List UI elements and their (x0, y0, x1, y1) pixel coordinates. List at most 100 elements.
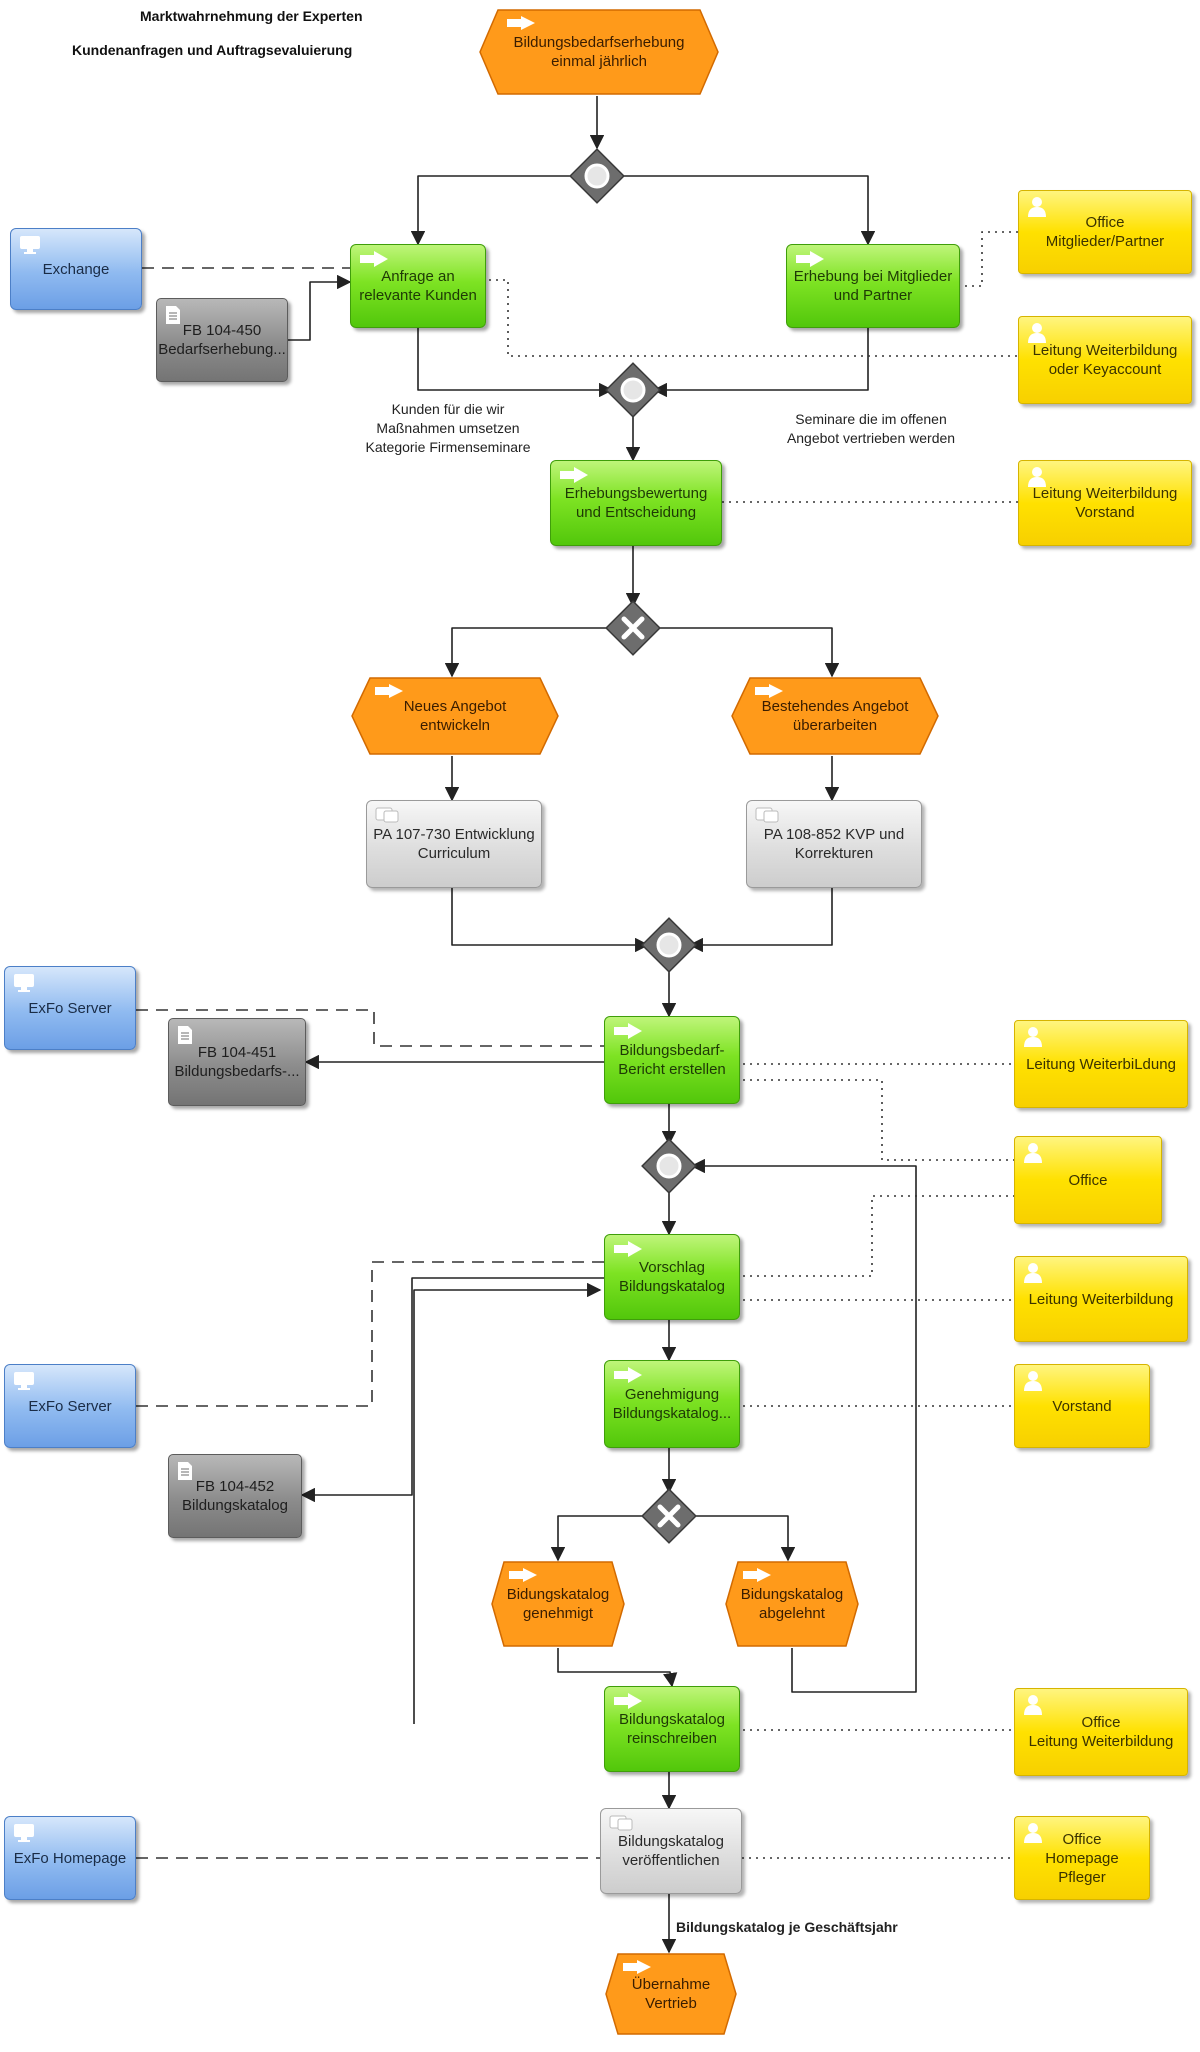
role-label: Office Mitglieder/Partner (1045, 214, 1165, 250)
role-office[interactable]: Office (1014, 1136, 1162, 1224)
function-genehmigung[interactable]: Genehmigung Bildungskatalog... (604, 1360, 740, 1448)
monitor-icon (20, 236, 40, 254)
role-label: Office (1068, 1171, 1108, 1189)
event-new-offer[interactable]: Neues Angebot entwickeln (350, 676, 560, 756)
process-label: Bildungskatalog veröffentlichen (618, 1833, 724, 1869)
process-pa108[interactable]: PA 108-852 KVP und Korrekturen (746, 800, 922, 888)
person-icon (1024, 1027, 1042, 1047)
system-exfo-homepage[interactable]: ExFo Homepage (4, 1816, 136, 1900)
document-label: FB 104-451 Bildungsbedarfs-... (174, 1044, 300, 1080)
system-label: ExFo Server (28, 999, 112, 1017)
role-vorstand[interactable]: Vorstand (1014, 1364, 1150, 1448)
event-arrow-icon (507, 16, 535, 30)
xor-gateway (641, 1488, 697, 1544)
system-exchange[interactable]: Exchange (10, 228, 142, 310)
event-rejected[interactable]: Bidungskatalog abgelehnt (724, 1560, 860, 1648)
function-erhebung-mitglieder[interactable]: Erhebung bei Mitglieder und Partner (786, 244, 960, 328)
event-arrow-icon (375, 684, 403, 698)
role-label: Leitung Weiterbildung Vorstand (1032, 485, 1178, 521)
person-icon (1024, 1695, 1042, 1715)
role-label: Office Homepage Pfleger (1045, 1830, 1119, 1886)
person-icon (1024, 1143, 1042, 1163)
system-exfo-server-1[interactable]: ExFo Server (4, 966, 136, 1050)
process-interface-icon (375, 807, 399, 823)
person-icon (1028, 323, 1046, 343)
document-icon (178, 1026, 192, 1044)
role-label: Vorstand (1052, 1397, 1112, 1415)
document-icon (166, 306, 180, 324)
function-arrow-icon (614, 1693, 642, 1709)
event-existing-offer[interactable]: Bestehendes Angebot überarbeiten (730, 676, 940, 756)
event-start[interactable]: Bildungsbedarfserhebung einmal jährlich (478, 8, 720, 96)
document-fb452[interactable]: FB 104-452 Bildungskatalog (168, 1454, 302, 1538)
function-arrow-icon (614, 1023, 642, 1039)
role-label: Leitung Weiterbildung oder Keyaccount (1032, 342, 1178, 378)
and-gateway (641, 917, 697, 973)
person-icon (1024, 1263, 1042, 1283)
function-label: Erhebung bei Mitglieder und Partner (793, 268, 953, 304)
process-label: PA 108-852 KVP und Korrekturen (763, 826, 905, 862)
function-label: Bildungsbedarf- Bericht erstellen (618, 1042, 726, 1078)
event-end[interactable]: Übernahme Vertrieb (604, 1952, 738, 2036)
monitor-icon (14, 974, 34, 992)
xor-gateway (605, 600, 661, 656)
person-icon (1028, 467, 1046, 487)
document-icon (178, 1462, 192, 1480)
function-reinschreiben[interactable]: Bildungskatalog reinschreiben (604, 1686, 740, 1772)
process-pa107[interactable]: PA 107-730 Entwicklung Curriculum (366, 800, 542, 888)
function-label: Anfrage an relevante Kunden (359, 268, 477, 304)
role-office-homepage[interactable]: Office Homepage Pfleger (1014, 1816, 1150, 1900)
event-label: Bidungskatalog abgelehnt (740, 1586, 844, 1622)
annotation-katalog-jahr: Bildungskatalog je Geschäftsjahr (676, 1919, 898, 1935)
event-label: Bestehendes Angebot überarbeiten (761, 698, 909, 734)
system-exfo-server-2[interactable]: ExFo Server (4, 1364, 136, 1448)
person-icon (1024, 1371, 1042, 1391)
process-label: PA 107-730 Entwicklung Curriculum (373, 826, 535, 862)
role-office-mitglieder[interactable]: Office Mitglieder/Partner (1018, 190, 1192, 274)
event-arrow-icon (743, 1568, 771, 1582)
gateways (569, 148, 697, 1544)
event-arrow-icon (623, 1960, 651, 1974)
event-arrow-icon (509, 1568, 537, 1582)
event-label: Übernahme Vertrieb (631, 1976, 711, 2012)
function-bewertung[interactable]: Erhebungsbewertung und Entscheidung (550, 460, 722, 546)
system-label: ExFo Homepage (13, 1849, 127, 1867)
document-fb450[interactable]: FB 104-450 Bedarfserhebung... (156, 298, 288, 382)
function-vorschlag[interactable]: Vorschlag Bildungskatalog (604, 1234, 740, 1320)
system-label: ExFo Server (28, 1397, 112, 1415)
diagram-title: Marktwahrnehmung der Experten (140, 8, 363, 24)
function-arrow-icon (360, 251, 388, 267)
role-label: Office Leitung Weiterbildung (1028, 1714, 1174, 1750)
process-interface-icon (609, 1815, 633, 1831)
role-leitung-weiterbildung-1[interactable]: Leitung WeiterbiLdung (1014, 1020, 1188, 1108)
system-label: Exchange (42, 260, 110, 278)
event-label: Bidungskatalog genehmigt (506, 1586, 610, 1622)
monitor-icon (14, 1372, 34, 1390)
function-arrow-icon (614, 1367, 642, 1383)
role-leitung-key[interactable]: Leitung Weiterbildung oder Keyaccount (1018, 316, 1192, 404)
annotation-seminare: Seminare die im offenen Angebot vertrieb… (786, 411, 956, 446)
document-fb451[interactable]: FB 104-451 Bildungsbedarfs-... (168, 1018, 306, 1106)
event-approved[interactable]: Bidungskatalog genehmigt (490, 1560, 626, 1648)
role-label: Leitung Weiterbildung (1028, 1290, 1174, 1308)
function-label: Vorschlag Bildungskatalog (619, 1259, 725, 1295)
function-label: Genehmigung Bildungskatalog... (612, 1386, 732, 1422)
annotation-kunden: Kunden für die wir Maßnahmen umsetzen Ka… (365, 401, 531, 455)
role-leitung-weiterbildung-2[interactable]: Leitung Weiterbildung (1014, 1256, 1188, 1342)
and-gateway (569, 148, 625, 204)
role-leitung-vorstand[interactable]: Leitung Weiterbildung Vorstand (1018, 460, 1192, 546)
role-office-leitung[interactable]: Office Leitung Weiterbildung (1014, 1688, 1188, 1776)
diagram-subtitle: Kundenanfragen und Auftragsevaluierung (72, 42, 353, 58)
function-bericht[interactable]: Bildungsbedarf- Bericht erstellen (604, 1016, 740, 1104)
function-arrow-icon (796, 251, 824, 267)
process-publish[interactable]: Bildungskatalog veröffentlichen (600, 1808, 742, 1894)
document-label: FB 104-450 Bedarfserhebung... (158, 322, 286, 358)
and-gateway (605, 362, 661, 418)
event-arrow-icon (755, 684, 783, 698)
event-label: Bildungsbedarfserhebung einmal jährlich (513, 34, 685, 70)
and-gateway (641, 1138, 697, 1194)
function-arrow-icon (614, 1241, 642, 1257)
person-icon (1028, 197, 1046, 217)
function-anfrage[interactable]: Anfrage an relevante Kunden (350, 244, 486, 328)
